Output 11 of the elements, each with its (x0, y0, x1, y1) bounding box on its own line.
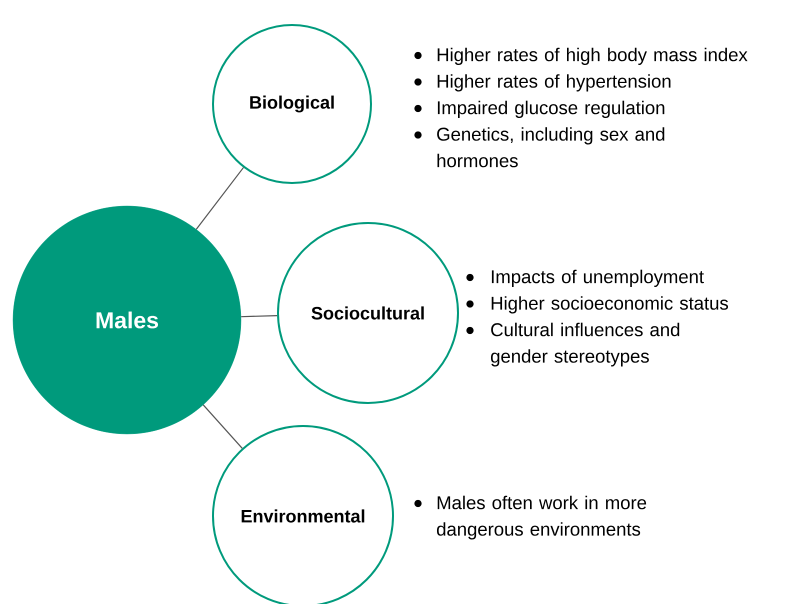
bullet-text: Cultural influences and gender stereotypes (490, 322, 680, 366)
bullet-text: Impacts of unemployment (492, 270, 704, 287)
bullet-text: Genetics, including sex and hormones (437, 127, 664, 168)
bullet-text: Males often work in more dangerous environments (436, 496, 646, 540)
connector-line (202, 404, 243, 449)
bullet-text: Higher socioeconomic status (492, 296, 728, 314)
bullet-text: Higher rates of hypertension (438, 74, 670, 92)
connector-line (196, 167, 244, 230)
bullet-text: Higher rates of high body mass index (438, 48, 748, 65)
bullet-text: Impaired glucose regulation (438, 100, 664, 118)
connector-line (241, 315, 278, 318)
